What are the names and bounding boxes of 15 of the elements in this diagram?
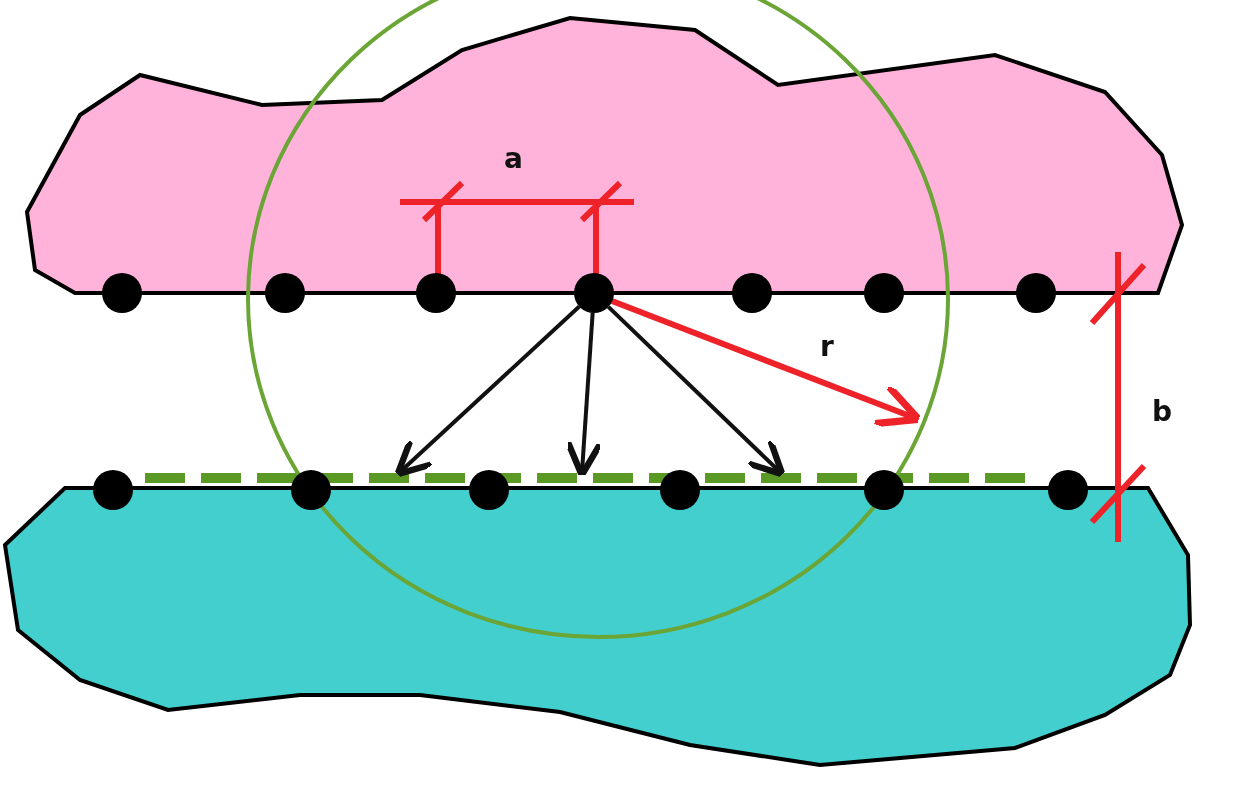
atom-dot [1016,273,1056,313]
atom-dot [469,470,509,510]
dimension-label: a [504,145,523,173]
dimension-label: r [820,333,834,361]
atom-dot [660,470,700,510]
dimension-label: b [1152,398,1173,426]
arrow [394,305,581,478]
atom-dot [1048,470,1088,510]
atom-dot [93,470,133,510]
atom-dot [732,273,772,313]
atom-dot [864,273,904,313]
atom-dot [416,273,456,313]
atom-dot [265,273,305,313]
atom-dot [102,273,142,313]
arrow [607,305,786,478]
